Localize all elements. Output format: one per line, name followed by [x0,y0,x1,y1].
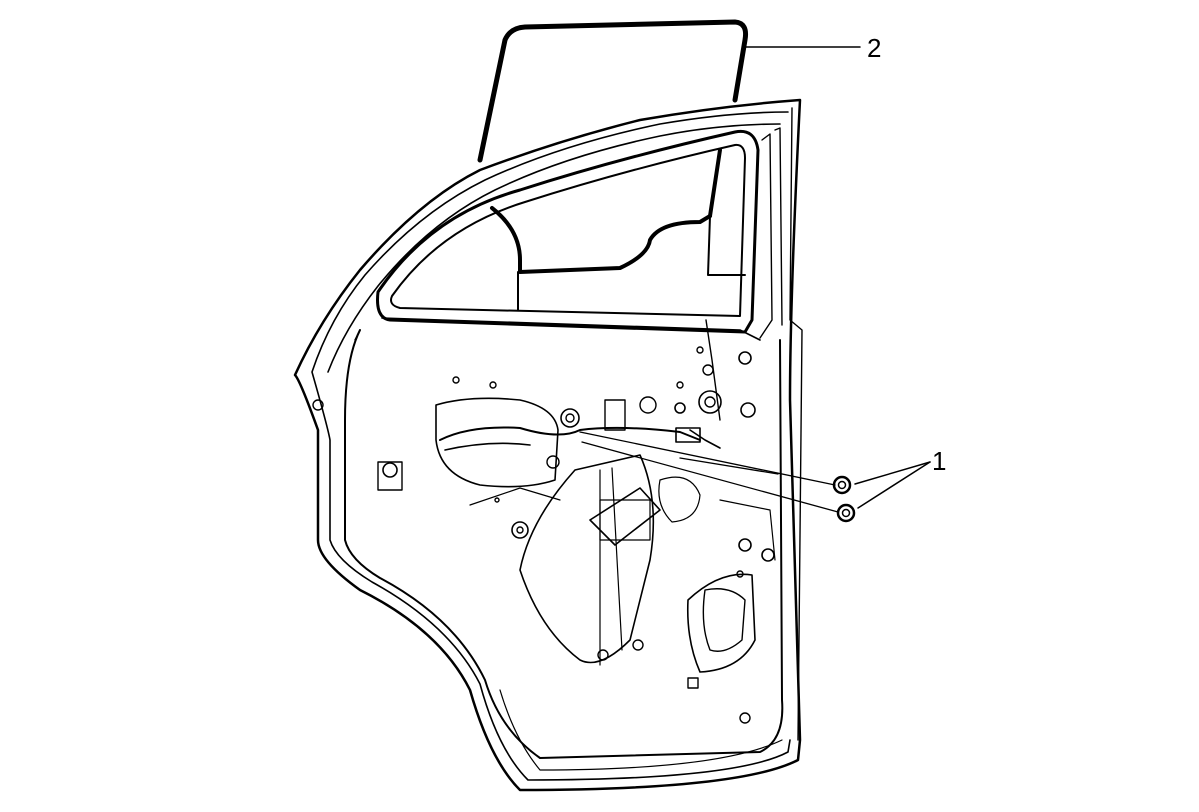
mounting-holes [312,346,775,724]
callout-leaders [744,46,931,509]
door-window-glass [477,19,748,311]
callout-label-1: 1 [932,446,946,476]
wiring-harness [439,319,721,451]
fasteners [579,431,856,523]
door-outer-panel [293,98,803,792]
window-frame [376,127,783,341]
callout-label-2: 2 [867,33,881,63]
inner-door-panel [344,329,784,759]
